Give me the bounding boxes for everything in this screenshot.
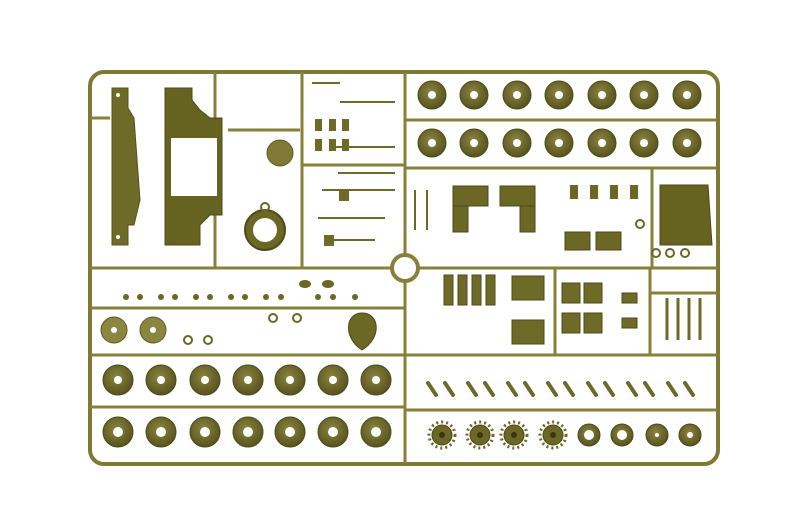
small-detail-parts-left [123,280,358,300]
bogie-brackets [452,185,622,251]
idler-wheels [577,423,702,447]
hatch-disk [266,139,294,167]
road-wheels-top-right [417,80,702,158]
hull-floor-plate [164,87,223,246]
hull-side-plate [111,87,141,246]
rod-parts-left [414,190,428,230]
small-rings-left [183,313,302,345]
armor-panels [443,274,638,345]
torsion-bars [665,298,702,340]
tool-parts [312,82,395,246]
suspension-arms [426,381,695,397]
engine-deck-plate [659,184,713,246]
mantlet-part [348,312,377,351]
idler-hubs [100,316,167,344]
small-rings [635,219,690,258]
road-wheels-bottom-left [102,364,392,448]
spring-parts [570,185,638,199]
center-hub [390,253,420,283]
drive-sprockets [427,420,568,450]
turret-ring-part [244,202,286,251]
